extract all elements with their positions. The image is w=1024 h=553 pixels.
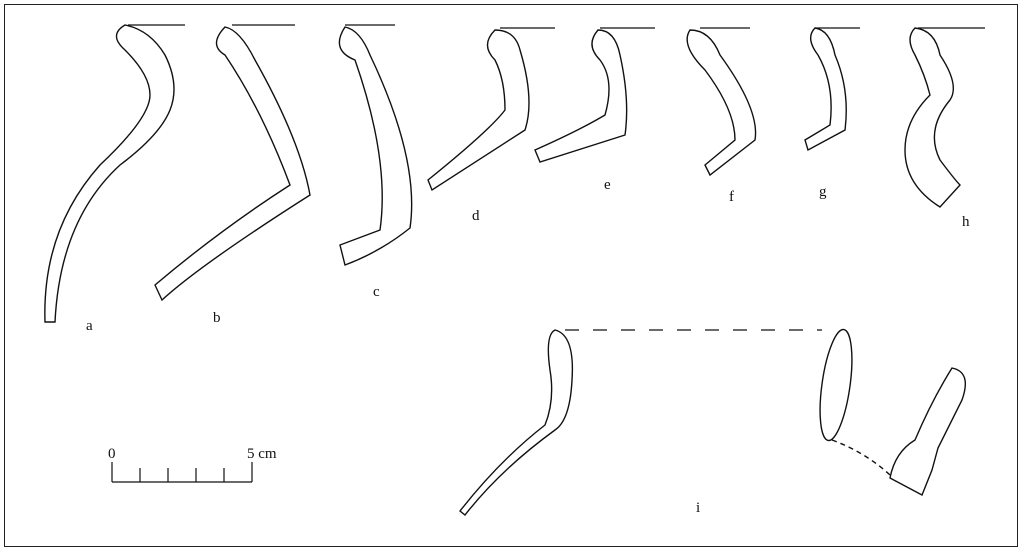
label-b: b [213,310,221,326]
label-d: d [472,208,480,224]
scale-end-label: 5 cm [247,446,277,462]
figure-frame [4,4,1018,547]
label-i: i [696,500,700,516]
profile-f: f [686,27,757,205]
profile-i: i [459,328,966,516]
profile-h: h [904,27,985,230]
label-f: f [729,189,734,205]
label-a: a [86,318,93,334]
label-e: e [604,177,611,193]
label-g: g [819,184,827,200]
profile-d: d [427,27,555,224]
label-c: c [373,284,380,300]
profile-b: b [154,24,311,326]
scale-bar: 0 5 cm [108,446,277,483]
profile-g: g [804,27,860,200]
profile-a: a [44,24,185,334]
profile-c: c [338,24,413,300]
profile-e: e [534,27,655,193]
label-h: h [962,214,970,230]
scale-start-label: 0 [108,446,116,462]
